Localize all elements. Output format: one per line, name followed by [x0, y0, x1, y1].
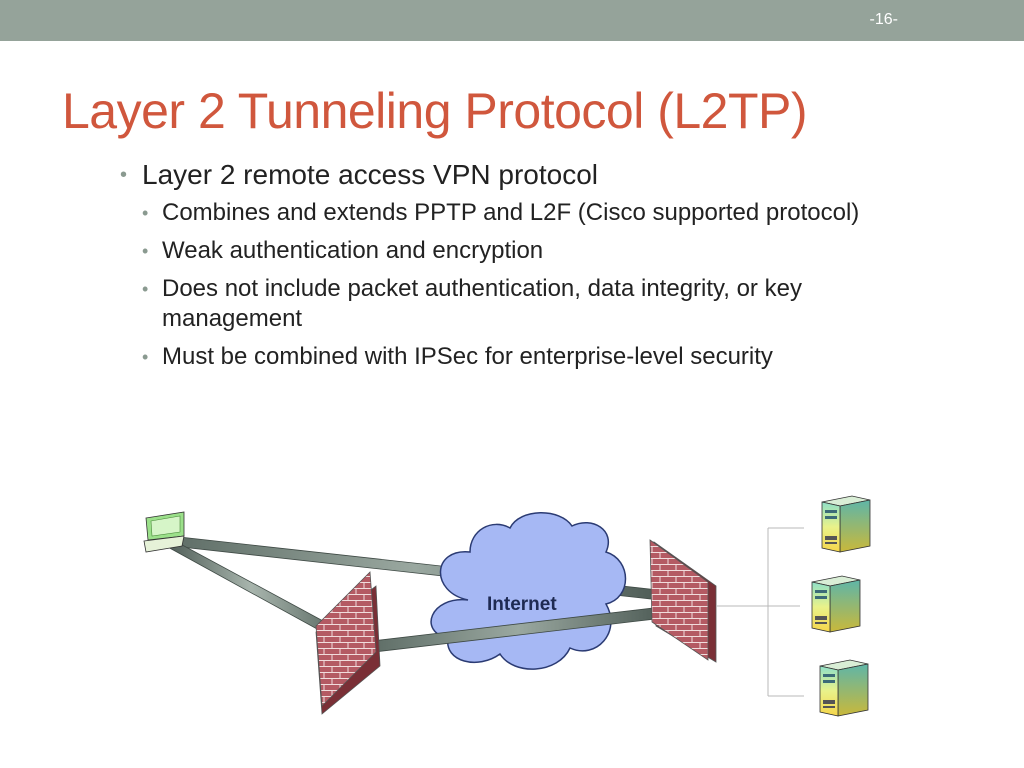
- bullet-list: • Layer 2 remote access VPN protocol • C…: [120, 158, 980, 380]
- server-icon: [819, 659, 869, 717]
- header-bar: -16-: [0, 0, 1024, 41]
- sub-bullet-text: Weak authentication and encryption: [162, 237, 544, 264]
- bullet-marker: •: [142, 241, 149, 261]
- cloud-icon: [430, 512, 627, 670]
- cloud-label: Internet: [487, 594, 557, 615]
- bullet-marker: •: [120, 164, 128, 186]
- list-item: • Combines and extends PPTP and L2F (Cis…: [142, 198, 922, 228]
- list-item: • Layer 2 remote access VPN protocol • C…: [120, 158, 980, 372]
- sub-bullet-list: • Combines and extends PPTP and L2F (Cis…: [142, 198, 980, 372]
- bullet-text: Layer 2 remote access VPN protocol: [142, 159, 598, 190]
- list-item: • Must be combined with IPSec for enterp…: [142, 342, 922, 372]
- page-number: -16-: [869, 11, 898, 28]
- sub-bullet-text: Must be combined with IPSec for enterpri…: [162, 343, 773, 370]
- lan-connections: [716, 527, 804, 697]
- list-item: • Weak authentication and encryption: [142, 236, 922, 266]
- laptop-icon: [143, 511, 185, 553]
- bullet-marker: •: [142, 203, 149, 223]
- list-item: • Does not include packet authentication…: [142, 274, 922, 334]
- slide-title: Layer 2 Tunneling Protocol (L2TP): [62, 83, 808, 139]
- bullet-marker: •: [142, 347, 149, 367]
- sub-bullet-text: Combines and extends PPTP and L2F (Cisco…: [162, 199, 860, 226]
- bullet-marker: •: [142, 279, 149, 299]
- firewall-icon: [649, 539, 717, 663]
- firewall-icon: [315, 571, 381, 715]
- server-icon: [821, 495, 871, 553]
- server-icon: [811, 575, 861, 633]
- sub-bullet-text: Does not include packet authentication, …: [162, 275, 802, 332]
